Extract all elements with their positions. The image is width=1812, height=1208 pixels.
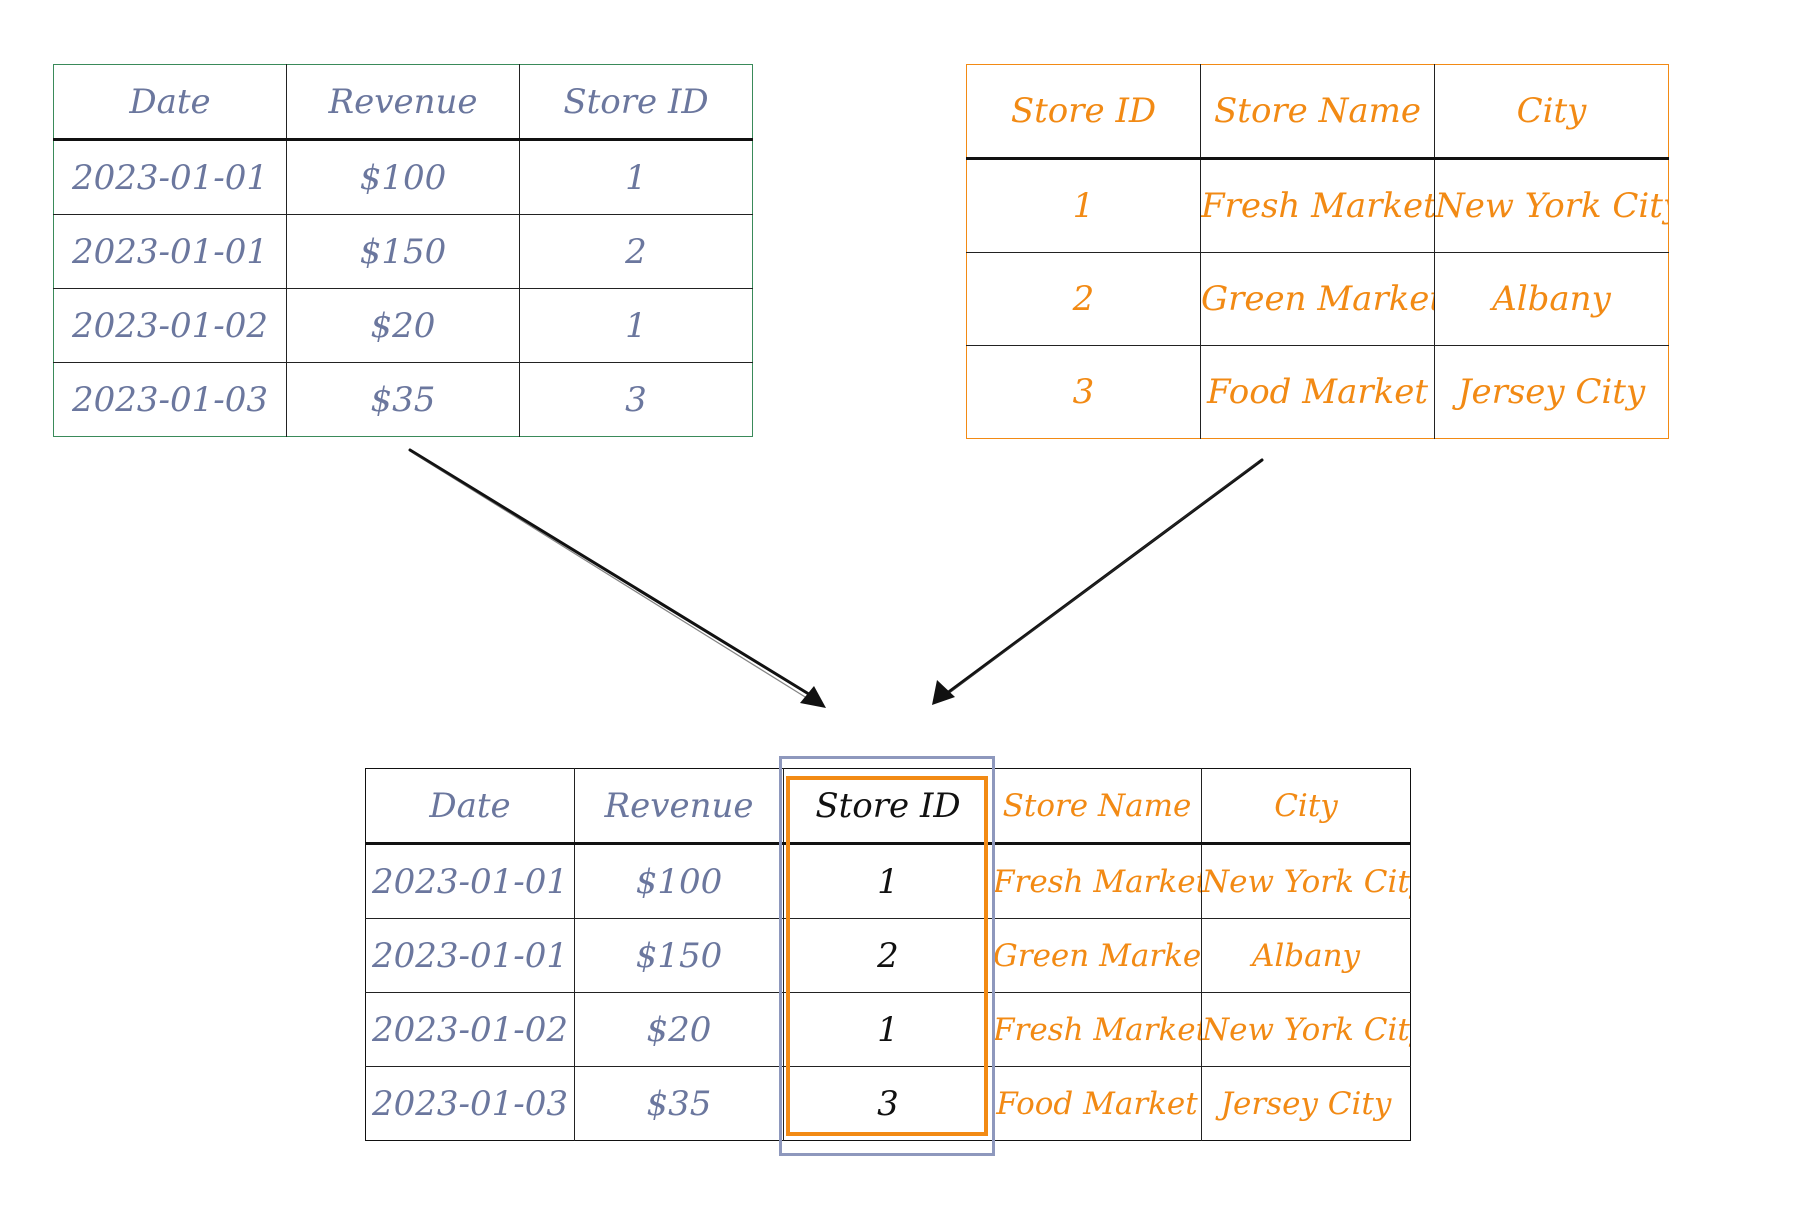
- joined-cell-city: Jersey City: [1201, 1066, 1411, 1141]
- joined-header-city: City: [1201, 768, 1411, 845]
- sales-row: 2023-01-03 $35 3: [53, 362, 753, 437]
- sales-row: 2023-01-01 $150 2: [53, 214, 753, 289]
- joined-header-store-name: Store Name: [992, 768, 1202, 845]
- sales-cell-revenue: $20: [286, 288, 520, 363]
- joined-header-date: Date: [365, 768, 575, 845]
- stores-header-city: City: [1434, 64, 1669, 160]
- stores-row: 1 Fresh Market New York City: [966, 158, 1669, 253]
- right-arrow: [932, 458, 1264, 705]
- stores-header-store-name: Store Name: [1200, 64, 1435, 160]
- joined-cell-store-id: 1: [783, 843, 993, 919]
- stores-cell-store-name: Fresh Market: [1200, 158, 1435, 253]
- stores-cell-city: Albany: [1434, 252, 1669, 346]
- joined-cell-store-id: 1: [783, 992, 993, 1067]
- stores-cell-city: New York City: [1434, 158, 1669, 253]
- sales-cell-store-id: 2: [519, 214, 753, 289]
- joined-cell-date: 2023-01-02: [365, 992, 575, 1067]
- joined-header-row: Date Revenue Store ID Store Name City: [365, 768, 1411, 845]
- sales-cell-store-id: 1: [519, 139, 753, 215]
- stores-cell-store-id: 3: [966, 345, 1201, 439]
- joined-cell-city: Albany: [1201, 918, 1411, 993]
- joined-cell-store-name: Fresh Market: [992, 843, 1202, 919]
- sales-cell-date: 2023-01-01: [53, 139, 287, 215]
- joined-cell-revenue: $35: [574, 1066, 784, 1141]
- joined-cell-date: 2023-01-03: [365, 1066, 575, 1141]
- joined-header-store-id: Store ID: [783, 768, 993, 845]
- stores-cell-city: Jersey City: [1434, 345, 1669, 439]
- sales-table: Date Revenue Store ID 2023-01-01 $100 1 …: [53, 64, 753, 437]
- stores-cell-store-name: Green Market: [1200, 252, 1435, 346]
- joined-row: 2023-01-01 $100 1 Fresh Market New York …: [365, 843, 1411, 919]
- stores-row: 3 Food Market Jersey City: [966, 345, 1669, 439]
- joined-cell-date: 2023-01-01: [365, 918, 575, 993]
- stores-cell-store-name: Food Market: [1200, 345, 1435, 439]
- joined-table: Date Revenue Store ID Store Name City 20…: [365, 768, 1411, 1141]
- sales-cell-revenue: $150: [286, 214, 520, 289]
- sales-header-store-id: Store ID: [519, 64, 753, 141]
- joined-cell-revenue: $20: [574, 992, 784, 1067]
- sales-header-row: Date Revenue Store ID: [53, 64, 753, 141]
- sales-cell-store-id: 1: [519, 288, 753, 363]
- sales-cell-date: 2023-01-02: [53, 288, 287, 363]
- sales-header-date: Date: [53, 64, 287, 141]
- joined-row: 2023-01-01 $150 2 Green Market Albany: [365, 918, 1411, 993]
- joined-cell-store-name: Fresh Market: [992, 992, 1202, 1067]
- joined-cell-store-id: 3: [783, 1066, 993, 1141]
- left-arrow: [408, 448, 826, 708]
- sales-cell-store-id: 3: [519, 362, 753, 437]
- stores-row: 2 Green Market Albany: [966, 252, 1669, 346]
- sales-cell-revenue: $100: [286, 139, 520, 215]
- stores-cell-store-id: 1: [966, 158, 1201, 253]
- sales-header-revenue: Revenue: [286, 64, 520, 141]
- key-column-highlight-outer: [779, 756, 995, 1156]
- sales-row: 2023-01-02 $20 1: [53, 288, 753, 363]
- sales-cell-date: 2023-01-03: [53, 362, 287, 437]
- sales-row: 2023-01-01 $100 1: [53, 139, 753, 215]
- joined-row: 2023-01-03 $35 3 Food Market Jersey City: [365, 1066, 1411, 1141]
- stores-header-store-id: Store ID: [966, 64, 1201, 160]
- joined-cell-revenue: $100: [574, 843, 784, 919]
- stores-cell-store-id: 2: [966, 252, 1201, 346]
- joined-cell-city: New York City: [1201, 992, 1411, 1067]
- joined-cell-city: New York City: [1201, 843, 1411, 919]
- joined-cell-date: 2023-01-01: [365, 843, 575, 919]
- stores-header-row: Store ID Store Name City: [966, 64, 1669, 160]
- stores-table: Store ID Store Name City 1 Fresh Market …: [966, 64, 1669, 439]
- sales-cell-revenue: $35: [286, 362, 520, 437]
- joined-cell-store-name: Green Market: [992, 918, 1202, 993]
- joined-header-revenue: Revenue: [574, 768, 784, 845]
- sales-cell-date: 2023-01-01: [53, 214, 287, 289]
- key-column-highlight-inner: [786, 776, 988, 1136]
- joined-cell-revenue: $150: [574, 918, 784, 993]
- joined-cell-store-name: Food Market: [992, 1066, 1202, 1141]
